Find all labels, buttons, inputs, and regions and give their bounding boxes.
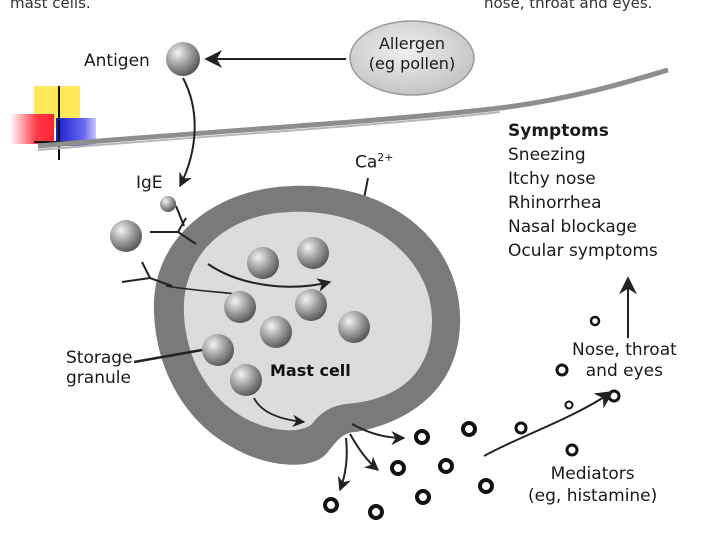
nose-label-line1: Nose, throat: [572, 340, 677, 360]
arrow-antigen-to-ige: [179, 77, 196, 188]
decor-red-square: [10, 114, 54, 144]
symptoms-list: Symptoms Sneezing Itchy nose Rhinorrhea …: [508, 119, 658, 263]
symptom-item: Nasal blockage: [508, 217, 638, 237]
allergen-label-line1: Allergen: [378, 34, 446, 53]
calcium-label: Ca2+: [355, 151, 394, 173]
allergen-ellipse: [349, 20, 475, 96]
mediators: [323, 315, 621, 520]
nose-label-line2: and eyes: [585, 361, 663, 382]
header-left-text: mast cells.: [10, 0, 91, 12]
ige-ball: [160, 196, 176, 212]
granules: [202, 237, 370, 396]
symptom-item: Sneezing: [508, 145, 586, 165]
antigen-ball: [166, 42, 200, 76]
storage-granule-label: Storage granule: [66, 348, 133, 389]
mast-cell-label: Mast cell: [270, 361, 351, 380]
antigen-label: Antigen: [84, 51, 150, 71]
calcium-label-base: Ca: [355, 152, 378, 173]
mediators-label: Mediators (eg, histamine): [528, 463, 657, 507]
membrane-line-shadow: [37, 111, 501, 151]
symptom-item: Itchy nose: [508, 169, 596, 189]
arrow-to-nose: [483, 391, 614, 457]
calcium-label-charge: 2+: [377, 151, 394, 164]
mediators-label-line2: (eg, histamine): [528, 486, 658, 507]
arrow-signal-lower: [165, 285, 237, 295]
arrow-degranulation: [253, 397, 306, 428]
header-right-text: nose, throat and eyes.: [484, 0, 653, 12]
release-arrows: [337, 423, 406, 492]
storage-label-line1: Storage: [66, 348, 133, 368]
symptoms-heading: Symptoms: [508, 121, 609, 141]
allergen-label-line2: (eg pollen): [368, 54, 456, 73]
storage-pointer: [133, 348, 203, 364]
allergen-label: Allergen (eg pollen): [350, 34, 474, 74]
ige-label: IgE: [136, 173, 163, 193]
storage-label-line2: granule: [66, 368, 131, 389]
mediators-label-line1: Mediators: [550, 464, 635, 484]
membrane-line: [37, 67, 669, 149]
bound-antigen-ball: [110, 220, 142, 252]
symptom-item: Ocular symptoms: [508, 241, 658, 261]
symptom-item: Rhinorrhea: [508, 193, 602, 213]
nose-throat-eyes-label: Nose, throat and eyes: [572, 340, 677, 383]
ige-antibodies: [121, 205, 197, 287]
arrow-signal: [207, 263, 332, 292]
decor-vertical-line: [58, 86, 60, 160]
